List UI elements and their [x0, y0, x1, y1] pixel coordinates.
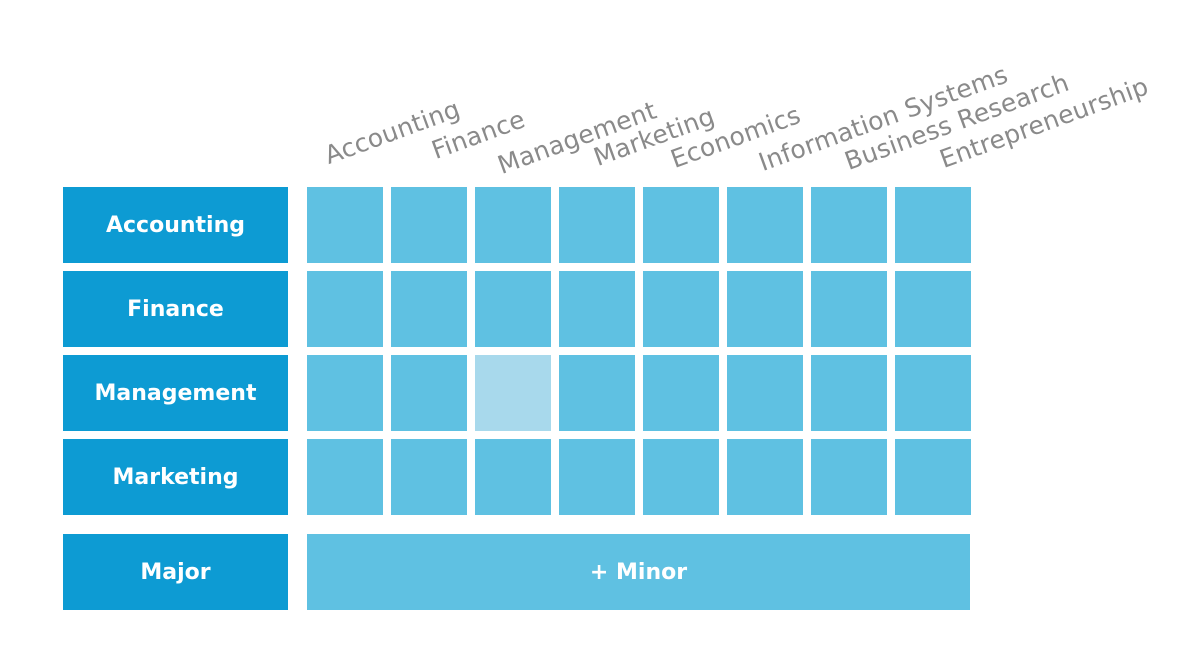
minor-bar: + Minor	[307, 534, 970, 610]
matrix-cell	[391, 271, 467, 347]
matrix-cell	[475, 187, 551, 263]
matrix-cell	[811, 271, 887, 347]
row-label-finance: Finance	[63, 271, 288, 347]
matrix-cell	[559, 355, 635, 431]
matrix-cell	[895, 439, 971, 515]
matrix-cell	[811, 439, 887, 515]
matrix-cell	[643, 271, 719, 347]
row-label-management: Management	[63, 355, 288, 431]
matrix-cell	[643, 355, 719, 431]
matrix-cell	[307, 439, 383, 515]
row-label-accounting: Accounting	[63, 187, 288, 263]
matrix-cell	[307, 271, 383, 347]
matrix-cell	[307, 355, 383, 431]
matrix-cell	[811, 187, 887, 263]
matrix-cell	[727, 355, 803, 431]
matrix-cell	[811, 355, 887, 431]
matrix-cell	[643, 187, 719, 263]
matrix-cell	[391, 355, 467, 431]
matrix-cell	[391, 187, 467, 263]
matrix-cell	[391, 439, 467, 515]
matrix-cell	[559, 187, 635, 263]
matrix-cell	[895, 271, 971, 347]
matrix-cell-highlighted	[475, 355, 551, 431]
matrix-cell	[559, 271, 635, 347]
matrix-cell	[895, 355, 971, 431]
matrix-cell	[307, 187, 383, 263]
matrix-cell	[727, 439, 803, 515]
matrix-cell	[643, 439, 719, 515]
matrix-cell	[727, 187, 803, 263]
matrix-cell	[727, 271, 803, 347]
row-label-marketing: Marketing	[63, 439, 288, 515]
matrix-cell	[559, 439, 635, 515]
major-label: Major	[63, 534, 288, 610]
matrix-cell	[475, 271, 551, 347]
matrix-cell	[475, 439, 551, 515]
matrix-cell	[895, 187, 971, 263]
